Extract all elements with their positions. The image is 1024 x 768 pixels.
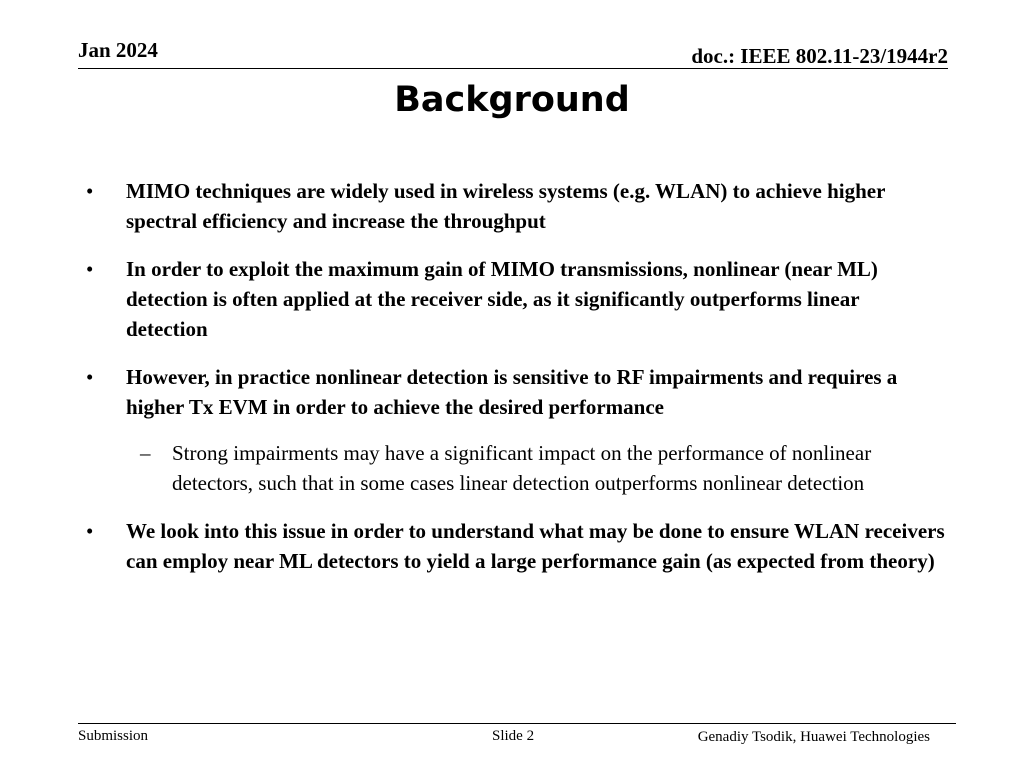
- sub-bullet-list: – Strong impairments may have a signific…: [126, 438, 946, 498]
- bullet-item-4: • We look into this issue in order to un…: [86, 516, 946, 576]
- footer-slide-number: Slide 2: [492, 728, 535, 744]
- header-doc-id: doc.: IEEE 802.11-23/1944r2: [691, 44, 948, 68]
- bullet-text: In order to exploit the maximum gain of …: [126, 257, 878, 341]
- sub-bullet-marker: –: [140, 441, 151, 465]
- bullet-marker: •: [86, 257, 94, 281]
- footer-submission: Submission: [78, 728, 149, 744]
- footer-author: Genadiy Tsodik, Huawei Technologies: [697, 729, 930, 745]
- sub-bullet-item: – Strong impairments may have a signific…: [126, 438, 946, 498]
- sub-bullet-text: Strong impairments may have a significan…: [172, 441, 872, 495]
- footer-divider: [78, 723, 956, 724]
- bullet-item-1: • MIMO techniques are widely used in wir…: [86, 176, 946, 236]
- bullet-text: MIMO techniques are widely used in wirel…: [126, 179, 886, 233]
- bullet-marker: •: [86, 519, 94, 543]
- bullet-item-3: • However, in practice nonlinear detecti…: [86, 362, 946, 498]
- bullet-item-2: • In order to exploit the maximum gain o…: [86, 254, 946, 344]
- bullet-marker: •: [86, 365, 94, 389]
- header-date: Jan 2024: [78, 38, 158, 62]
- header-divider: [78, 68, 948, 69]
- slide-title: Background: [394, 80, 630, 120]
- bullet-text: However, in practice nonlinear detection…: [126, 365, 898, 419]
- bullet-list: • MIMO techniques are widely used in wir…: [86, 176, 946, 594]
- bullet-text: We look into this issue in order to unde…: [126, 519, 945, 573]
- bullet-marker: •: [86, 179, 94, 203]
